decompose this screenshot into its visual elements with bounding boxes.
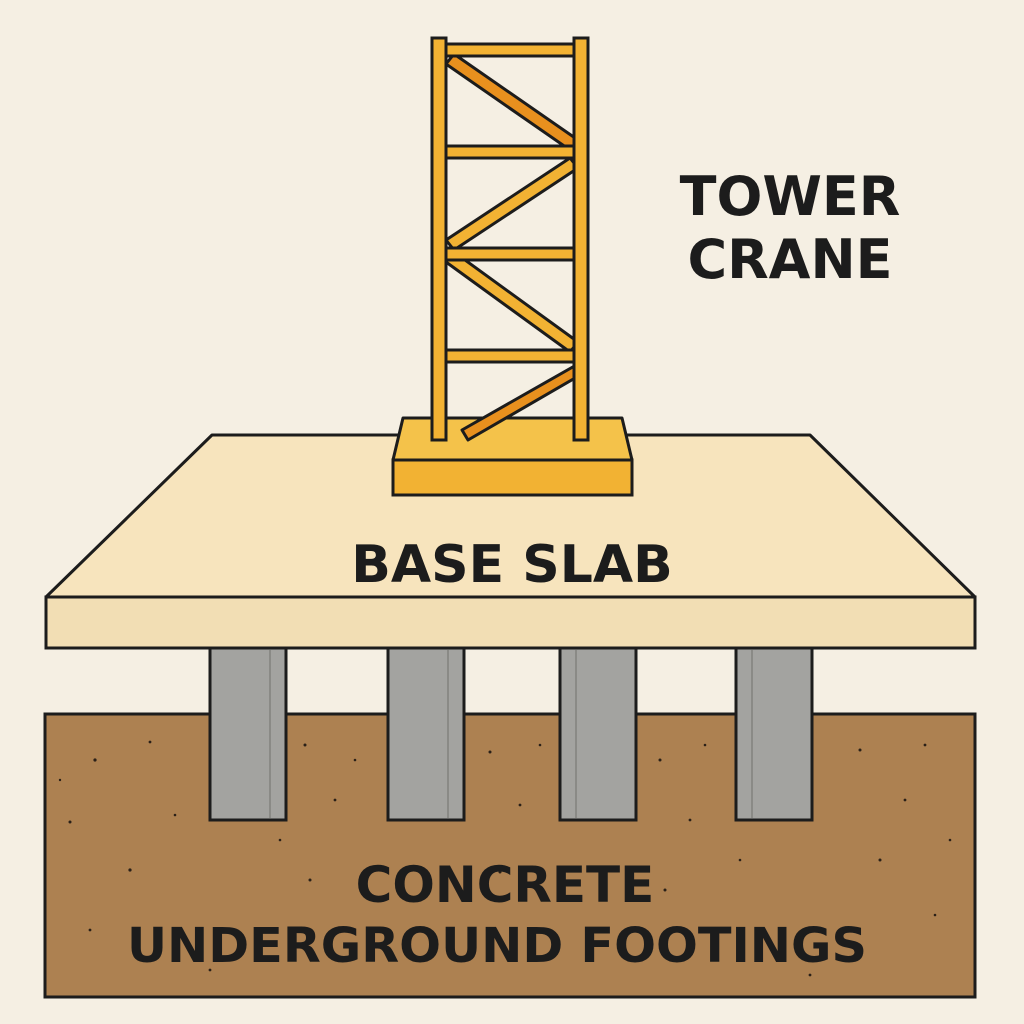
footings-label-line1: CONCRETE bbox=[356, 856, 655, 914]
soil-ground bbox=[43, 712, 977, 999]
tower-crane-label-line1: TOWER bbox=[680, 165, 901, 228]
crane-base-block bbox=[391, 416, 634, 497]
base-slab bbox=[44, 433, 977, 650]
footing-pile bbox=[208, 646, 288, 822]
footing-pile bbox=[386, 646, 466, 822]
base-slab-label: BASE SLAB bbox=[351, 535, 672, 595]
tower-crane-label-line2: CRANE bbox=[687, 228, 892, 291]
footing-pile bbox=[558, 646, 638, 822]
concrete-footings bbox=[208, 646, 814, 822]
tower-crane bbox=[391, 36, 634, 497]
footing-pile bbox=[734, 646, 814, 822]
footings-label-line2: UNDERGROUND FOOTINGS bbox=[127, 918, 867, 974]
